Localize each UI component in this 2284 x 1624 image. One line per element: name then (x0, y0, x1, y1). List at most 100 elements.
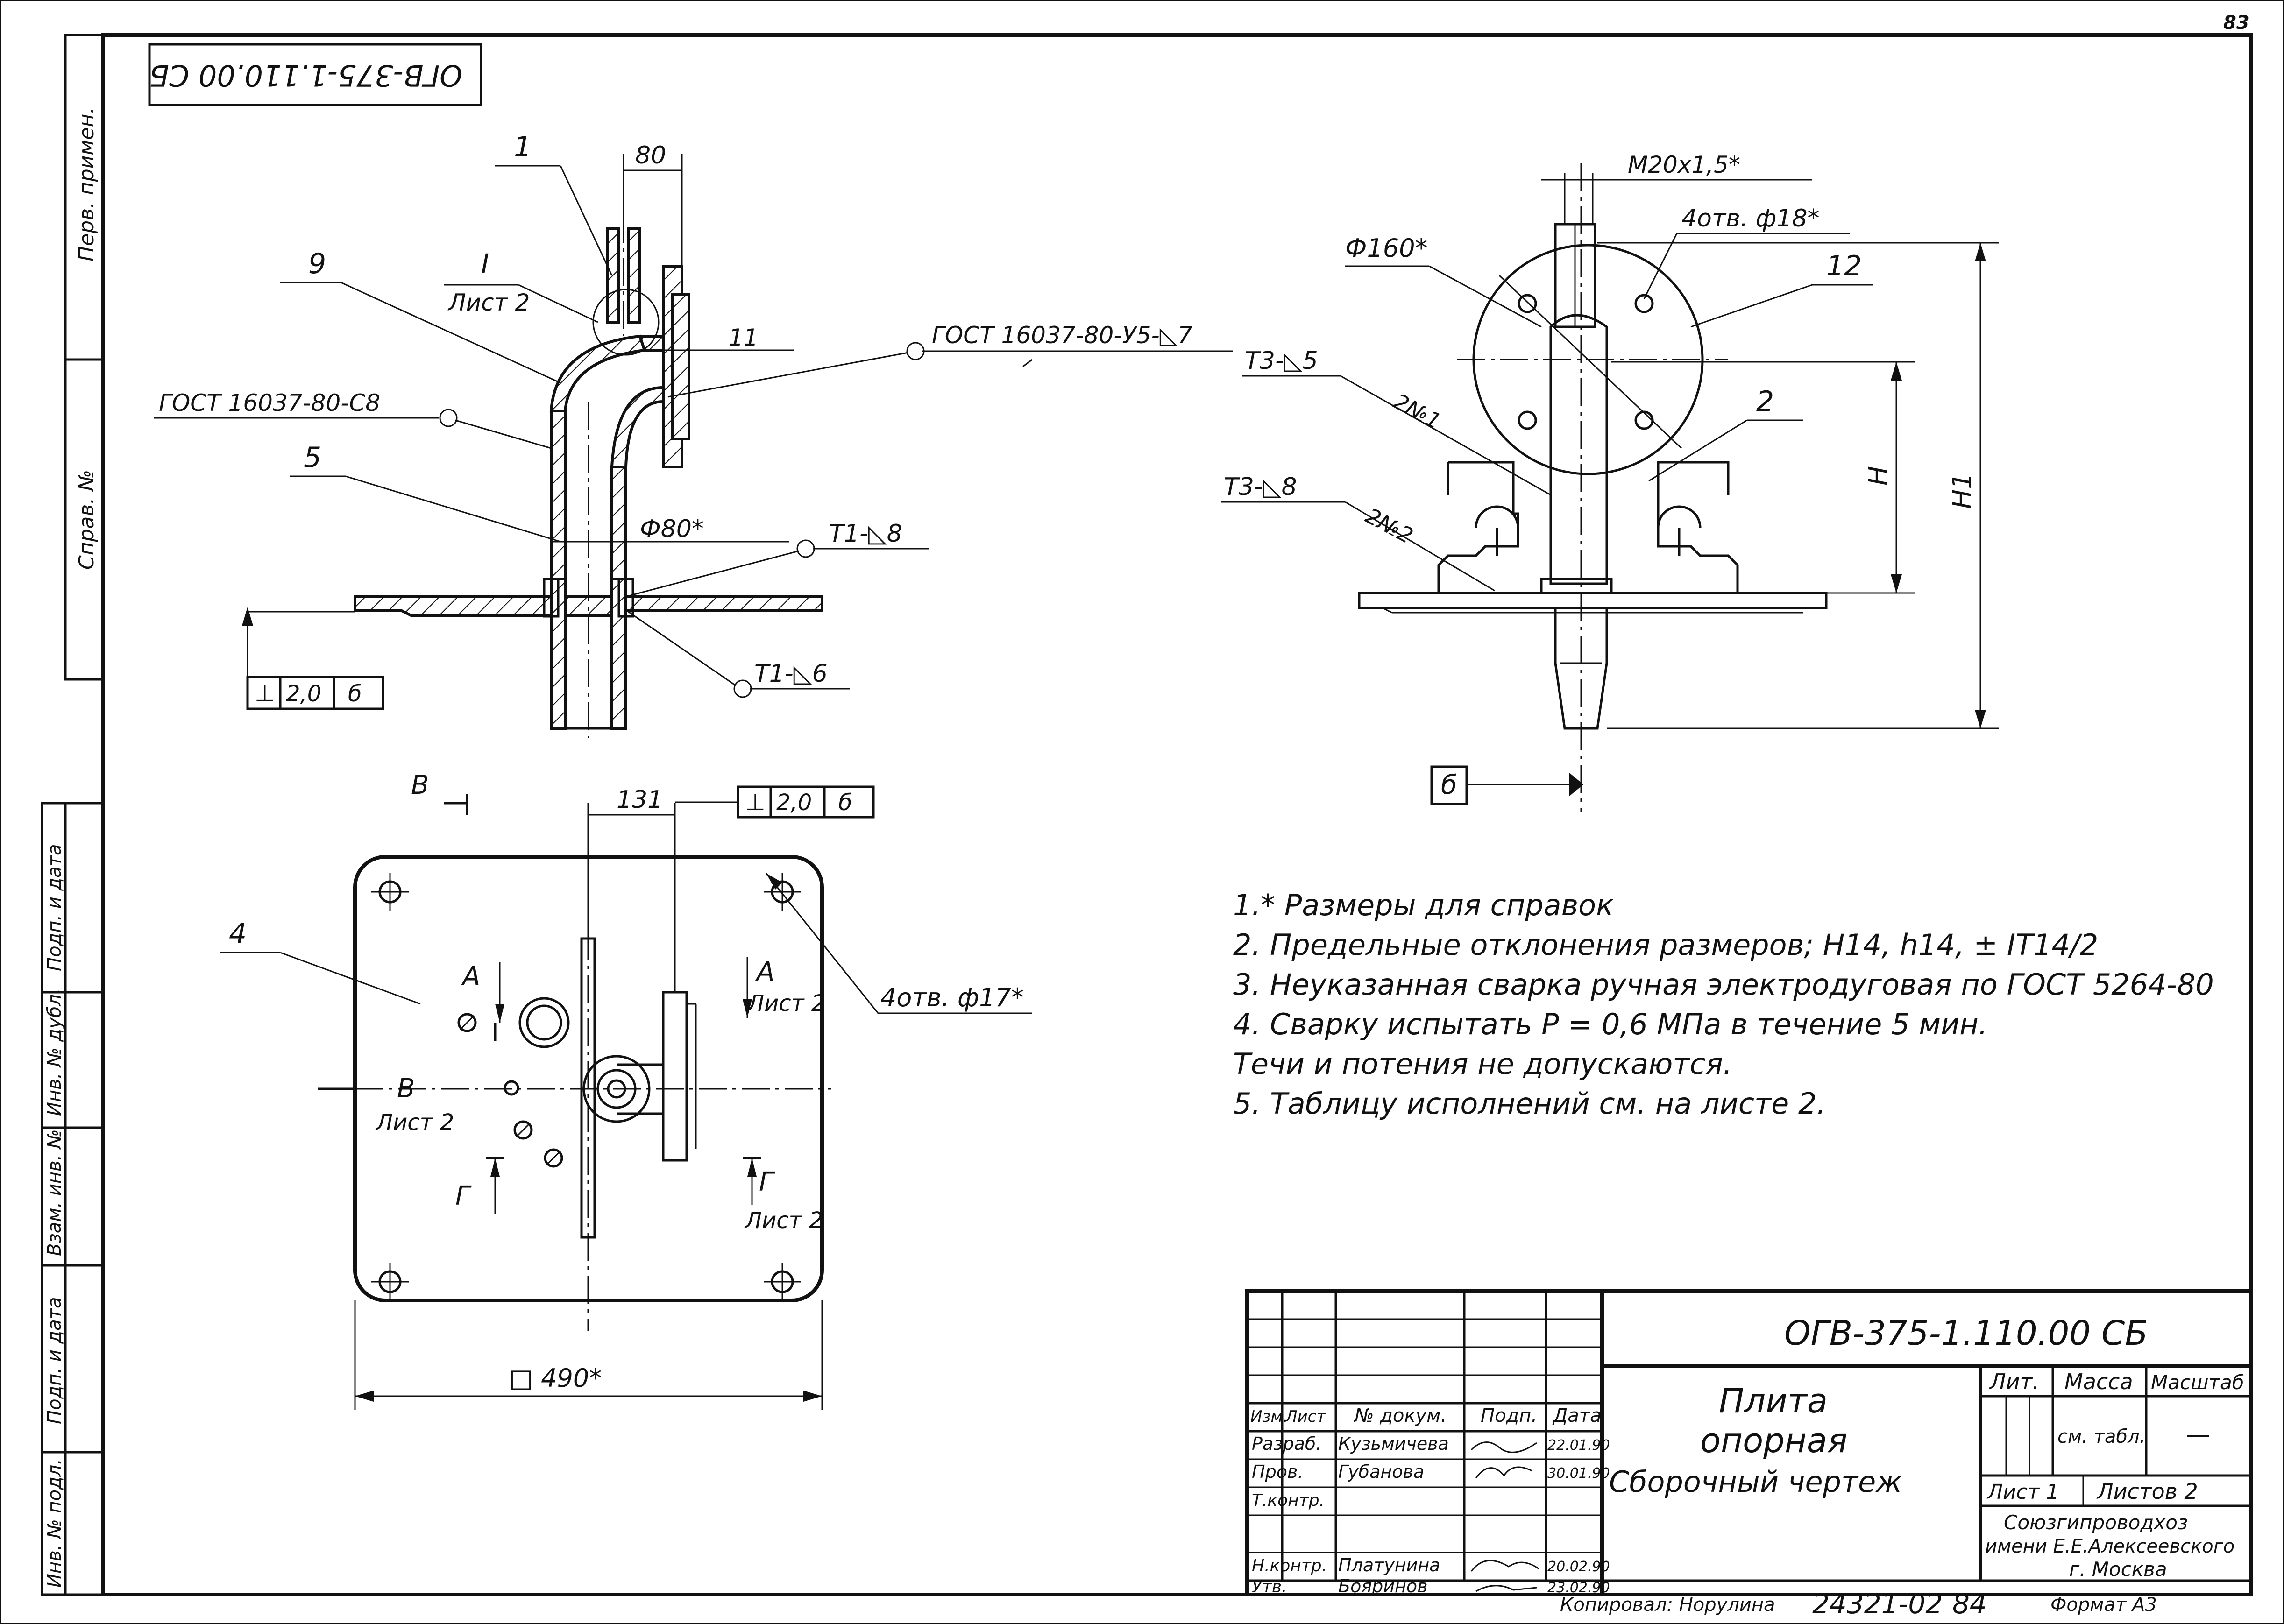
strip-podp-data-1: Подп. и дата (44, 844, 65, 971)
v1-tol-val: 2,0 (286, 681, 321, 707)
tb-nkontr-role: Н.контр. (1252, 1556, 1327, 1575)
thread-dim: М20х1,5* (1628, 151, 1740, 178)
bottom-line: Копировал: Норулина 24321-02 84 Формат А… (1560, 1588, 2157, 1620)
format: Формат А3 (2050, 1594, 2157, 1616)
weld-y5: ГОСТ 16037-80-У5-◺7 (932, 322, 1192, 349)
datum-b: б (1441, 770, 1457, 800)
v3-tol-base: б (838, 790, 852, 816)
strip-inv-podl: Инв. № подл. (44, 1459, 65, 1588)
tb-nkontr-signature (1470, 1560, 1539, 1572)
dim-11: 11 (729, 324, 759, 351)
note-3: 3. Неуказанная сварка ручная электродуго… (1233, 967, 2214, 1002)
tb-org-1: Союзгипроводхоз (2004, 1511, 2188, 1534)
dim-131: 131 (617, 786, 663, 814)
weld-c8: ГОСТ 16037-80-С8 (159, 389, 380, 417)
tb-prov-date: 30.01.90 (1547, 1465, 1610, 1482)
sec-G-right: Г (759, 1167, 775, 1197)
tb-hdr-ndok: № докум. (1354, 1405, 1447, 1426)
pos-12: 12 (1826, 250, 1862, 282)
weld-t1-6: Т1-◺6 (754, 660, 828, 688)
tb-masshtab-val: — (2186, 1421, 2210, 1449)
tb-razrab-date: 22.01.90 (1547, 1437, 1610, 1454)
v1-tol-base: б (348, 681, 362, 707)
tb-massa-hdr: Масса (2064, 1369, 2133, 1394)
note-1: 1.* Размеры для справок (1233, 888, 1614, 922)
strip-perv-primen: Перв. примен. (75, 107, 99, 261)
tb-prov-signature (1475, 1466, 1532, 1478)
v1-tol-sym: ⊥ (255, 680, 275, 707)
tb-razrab-role: Разраб. (1252, 1433, 1321, 1454)
sec-A-right: А (755, 957, 774, 987)
pos-1: 1 (514, 131, 532, 163)
sec-B-sheet: Лист 2 (375, 1109, 454, 1136)
v3-tol-val: 2,0 (776, 790, 812, 816)
note-4b: Течи и потения не допускаются. (1233, 1047, 1732, 1081)
tb-hdr-list: Лист (1284, 1407, 1326, 1426)
tb-utv-role: Утв. (1252, 1577, 1287, 1596)
sec-G-left: Г (455, 1181, 472, 1211)
tb-list-label: Лист 1 (1986, 1480, 2059, 1504)
title-block: ОГВ-375-1.110.00 СБ Плита опорная Сбороч… (1245, 1289, 2253, 1596)
tb-org-2: имени Е.Е.Алексеевского (1985, 1536, 2234, 1557)
view-side: М20х1,5* 4отв. ф18* Ф160* 12 2 Т3-◺5 2№1… (1221, 151, 1999, 812)
sheet-number: 83 (2223, 12, 2249, 34)
tb-name-2: опорная (1700, 1421, 1847, 1460)
tb-massa-val: см. табл. (2057, 1426, 2145, 1447)
dim-H: Н (1863, 466, 1894, 486)
tb-prov-name: Губанова (1338, 1462, 1424, 1482)
inv-number: 24321-02 (1812, 1588, 1943, 1620)
tb-utv-date: 23.02.90 (1547, 1580, 1610, 1596)
view-section: 80 11 Ф80* 1 I Лист 2 9 ГОСТ 16037-80-С8… (154, 131, 1233, 738)
corner-holes (371, 873, 801, 1300)
callout-I-sheet: Лист 2 (447, 289, 530, 316)
tb-lit-hdr: Лит. (1989, 1369, 2039, 1394)
rotated-doc-code: ОГВ-375-1.110.00 СБ (149, 58, 462, 92)
strip-inv-dubl: Инв. № дубл. (44, 988, 65, 1116)
tb-masshtab-hdr: Масштаб (2151, 1371, 2244, 1394)
tb-hdr-izm: Изм. (1250, 1407, 1288, 1426)
sec-B-top: В (411, 770, 429, 800)
tb-nkontr-name: Платунина (1338, 1555, 1440, 1575)
tb-doc-code: ОГВ-375-1.110.00 СБ (1784, 1313, 2148, 1353)
sec-G-sheet: Лист 2 (744, 1207, 823, 1234)
page-num: 84 (1952, 1588, 1987, 1620)
pos-9: 9 (308, 247, 326, 280)
tb-name-3: Сборочный чертеж (1609, 1465, 1902, 1499)
tb-name-1: Плита (1719, 1381, 1828, 1420)
dim-phi80: Ф80* (640, 515, 704, 543)
strip-vzam-inv: Взам. инв. № (44, 1129, 65, 1256)
notes: 1.* Размеры для справок 2. Предельные от… (1233, 888, 2214, 1121)
tb-hdr-data: Дата (1552, 1405, 1602, 1426)
holes-18: 4отв. ф18* (1681, 205, 1820, 233)
weld-t3-8: Т3-◺8 (1224, 473, 1297, 501)
dim-H1: Н1 (1947, 473, 1978, 509)
v3-tol-sym: ⊥ (745, 789, 766, 816)
tb-org-3: г. Москва (2069, 1558, 2167, 1581)
tb-utv-name: Бояринов (1338, 1576, 1427, 1596)
note-5: 5. Таблицу исполнений см. на листе 2. (1233, 1087, 1826, 1121)
sec-B-side: В (397, 1073, 415, 1104)
tb-razrab-signature (1470, 1441, 1537, 1453)
note-4: 4. Сварку испытать Р = 0,6 МПа в течение… (1233, 1007, 1988, 1041)
dia-160: Ф160* (1345, 233, 1428, 263)
sec-A-left: А (461, 961, 480, 992)
tb-listov-label: Листов 2 (2096, 1479, 2198, 1504)
callout-I: I (481, 248, 489, 280)
pos-2: 2 (1756, 385, 1774, 418)
tb-razrab-name: Кузьмичева (1338, 1433, 1449, 1454)
note-2: 2. Предельные отклонения размеров; Н14, … (1233, 928, 2098, 962)
pos-5: 5 (304, 441, 321, 474)
strip-sprav-no: Справ. № (75, 470, 99, 570)
dim-490: □ 490* (509, 1363, 602, 1393)
tb-utv-signature (1475, 1585, 1537, 1592)
rotated-code-box: ОГВ-375-1.110.00 СБ (148, 43, 482, 106)
weld-t1-8: Т1-◺8 (829, 520, 902, 548)
tb-nkontr-date: 20.02.90 (1547, 1559, 1610, 1575)
weld-t3-5: Т3-◺5 (1245, 347, 1318, 375)
sec-A-sheet: Лист 2 (746, 990, 825, 1017)
kopiroval: Копировал: Норулина (1560, 1594, 1775, 1616)
left-strip: Перв. примен. Справ. № Подп. и дата Инв.… (41, 34, 104, 1596)
tb-prov-role: Пров. (1252, 1462, 1303, 1482)
